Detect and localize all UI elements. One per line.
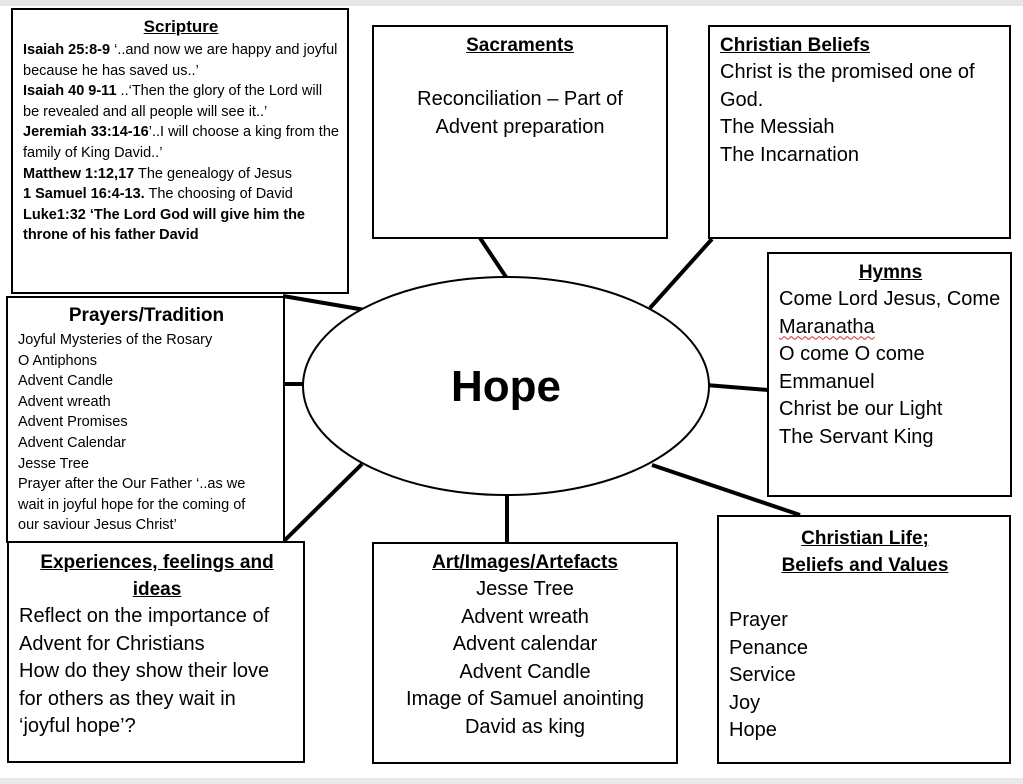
experiences-line: for others as they wait in (19, 687, 236, 710)
hymn-line: Emmanuel (779, 370, 875, 393)
prayer-line: Advent Candle (18, 373, 114, 390)
prayer-line: O Antiphons (18, 352, 97, 369)
scripture-entry: Jeremiah 33:14-16’..I will choose a king… (23, 122, 339, 163)
art-line: Advent Candle (459, 660, 591, 683)
connector-scripture (282, 294, 366, 312)
life-line: Service (729, 664, 796, 686)
art-line: Jesse Tree (476, 578, 574, 600)
christian-life-box: Christian Life; Beliefs and Values Praye… (717, 515, 1011, 764)
life-line: Prayer (729, 609, 788, 631)
life-line: Joy (729, 691, 761, 714)
scripture-text: ‘..and now we are happy and joyful becau… (23, 42, 338, 79)
christian-beliefs-title: Christian Beliefs (720, 35, 870, 56)
scripture-ref: Isaiah 25:8-9 (23, 42, 111, 58)
scripture-text: ..‘Then the glory of the Lord will be re… (23, 83, 323, 120)
scripture-text: ’..I will choose a king from the family … (23, 124, 339, 161)
christian-life-title: Beliefs and Values (781, 555, 949, 576)
prayer-line: Advent wreath (18, 393, 111, 410)
spellcheck-word: Maranatha (779, 315, 875, 338)
hope-ellipse (302, 276, 710, 496)
scripture-ref: Luke1:32 ‘The Lord God will give him the… (23, 206, 305, 244)
beliefs-line: God. (720, 88, 764, 111)
sacraments-line: Advent preparation (435, 116, 605, 138)
experiences-title: Experiences, feelings and (40, 552, 274, 573)
sacraments-line: Reconciliation – Part of (417, 88, 623, 110)
connector-sacraments (478, 236, 508, 279)
prayer-line: Advent Calendar (18, 434, 127, 451)
prayer-line: Jesse Tree (18, 455, 89, 472)
experiences-title: ideas (132, 579, 182, 600)
hymn-line: Maranatha (779, 314, 1002, 342)
art-line: David as king (464, 715, 586, 738)
hymn-line: Come Lord Jesus, Come (779, 288, 1001, 310)
hope-center-label: Hope (451, 362, 561, 411)
scripture-entry: 1 Samuel 16:4-13. The choosing of David (23, 184, 339, 205)
connector-life (651, 463, 801, 517)
scripture-box: Scripture Isaiah 25:8-9 ‘..and now we ar… (11, 8, 349, 294)
prayers-tradition-box: Prayers/Tradition Joyful Mysteries of th… (6, 296, 285, 543)
scripture-text: The choosing of David (144, 186, 293, 203)
prayer-line: Joyful Mysteries of the Rosary (18, 332, 213, 348)
experiences-line: How do they show their love (19, 660, 270, 682)
prayer-line: wait in joyful hope for the coming of (18, 496, 246, 513)
experiences-line: ‘joyful hope’? (19, 715, 136, 737)
beliefs-line: The Messiah (720, 116, 835, 138)
prayer-line: Advent Promises (18, 414, 128, 431)
sacraments-box: Sacraments Reconciliation – Part of Adve… (372, 25, 668, 239)
hymns-title: Hymns (858, 262, 923, 283)
prayers-tradition-title: Prayers/Tradition (68, 305, 225, 326)
scripture-title: Scripture (143, 17, 219, 36)
experiences-box: Experiences, feelings and ideas Reflect … (7, 541, 305, 763)
hymn-line: O come O come (779, 343, 925, 365)
art-images-box: Art/Images/Artefacts Jesse Tree Advent w… (372, 542, 678, 764)
connector-hymns (705, 383, 769, 392)
scripture-entry: Luke1:32 ‘The Lord God will give him the… (23, 205, 339, 246)
connector-beliefs (648, 237, 714, 310)
beliefs-line: The Incarnation (720, 143, 859, 166)
scripture-ref: Matthew 1:12,17 (23, 165, 135, 182)
bottom-border-strip (0, 778, 1023, 784)
prayer-line: Prayer after the Our Father ‘..as we (18, 476, 246, 493)
connector-experiences (280, 462, 364, 545)
scripture-ref: Jeremiah 33:14-16 (23, 124, 149, 141)
beliefs-line: Christ is the promised one of (720, 61, 975, 83)
scripture-entry: Isaiah 40 9-11 ..‘Then the glory of the … (23, 81, 339, 122)
life-line: Penance (729, 636, 808, 659)
scripture-ref: Isaiah 40 9-11 (23, 83, 117, 100)
hymn-line: Christ be our Light (779, 398, 943, 420)
prayer-line: our saviour Jesus Christ’ (18, 517, 177, 534)
art-line: Advent wreath (461, 605, 589, 628)
sacraments-title: Sacraments (466, 35, 574, 56)
hymns-box: Hymns Come Lord Jesus, Come Maranatha O … (767, 252, 1012, 497)
life-line: Hope (729, 719, 777, 741)
experiences-line: Advent for Christians (19, 632, 205, 655)
scripture-entry: Matthew 1:12,17 The genealogy of Jesus (23, 164, 339, 185)
experiences-line: Reflect on the importance of (19, 605, 270, 627)
art-line: Advent calendar (452, 633, 598, 655)
hymn-line: The Servant King (779, 425, 934, 448)
scripture-text: The genealogy of Jesus (134, 165, 292, 182)
art-images-title: Art/Images/Artefacts (432, 552, 618, 573)
christian-beliefs-box: Christian Beliefs Christ is the promised… (708, 25, 1011, 239)
art-line: Image of Samuel anointing (406, 688, 644, 710)
scripture-entry: Isaiah 25:8-9 ‘..and now we are happy an… (23, 40, 339, 81)
christian-life-title: Christian Life; (801, 528, 929, 549)
top-border-strip (0, 0, 1023, 6)
scripture-ref: 1 Samuel 16:4-13. (23, 186, 145, 203)
